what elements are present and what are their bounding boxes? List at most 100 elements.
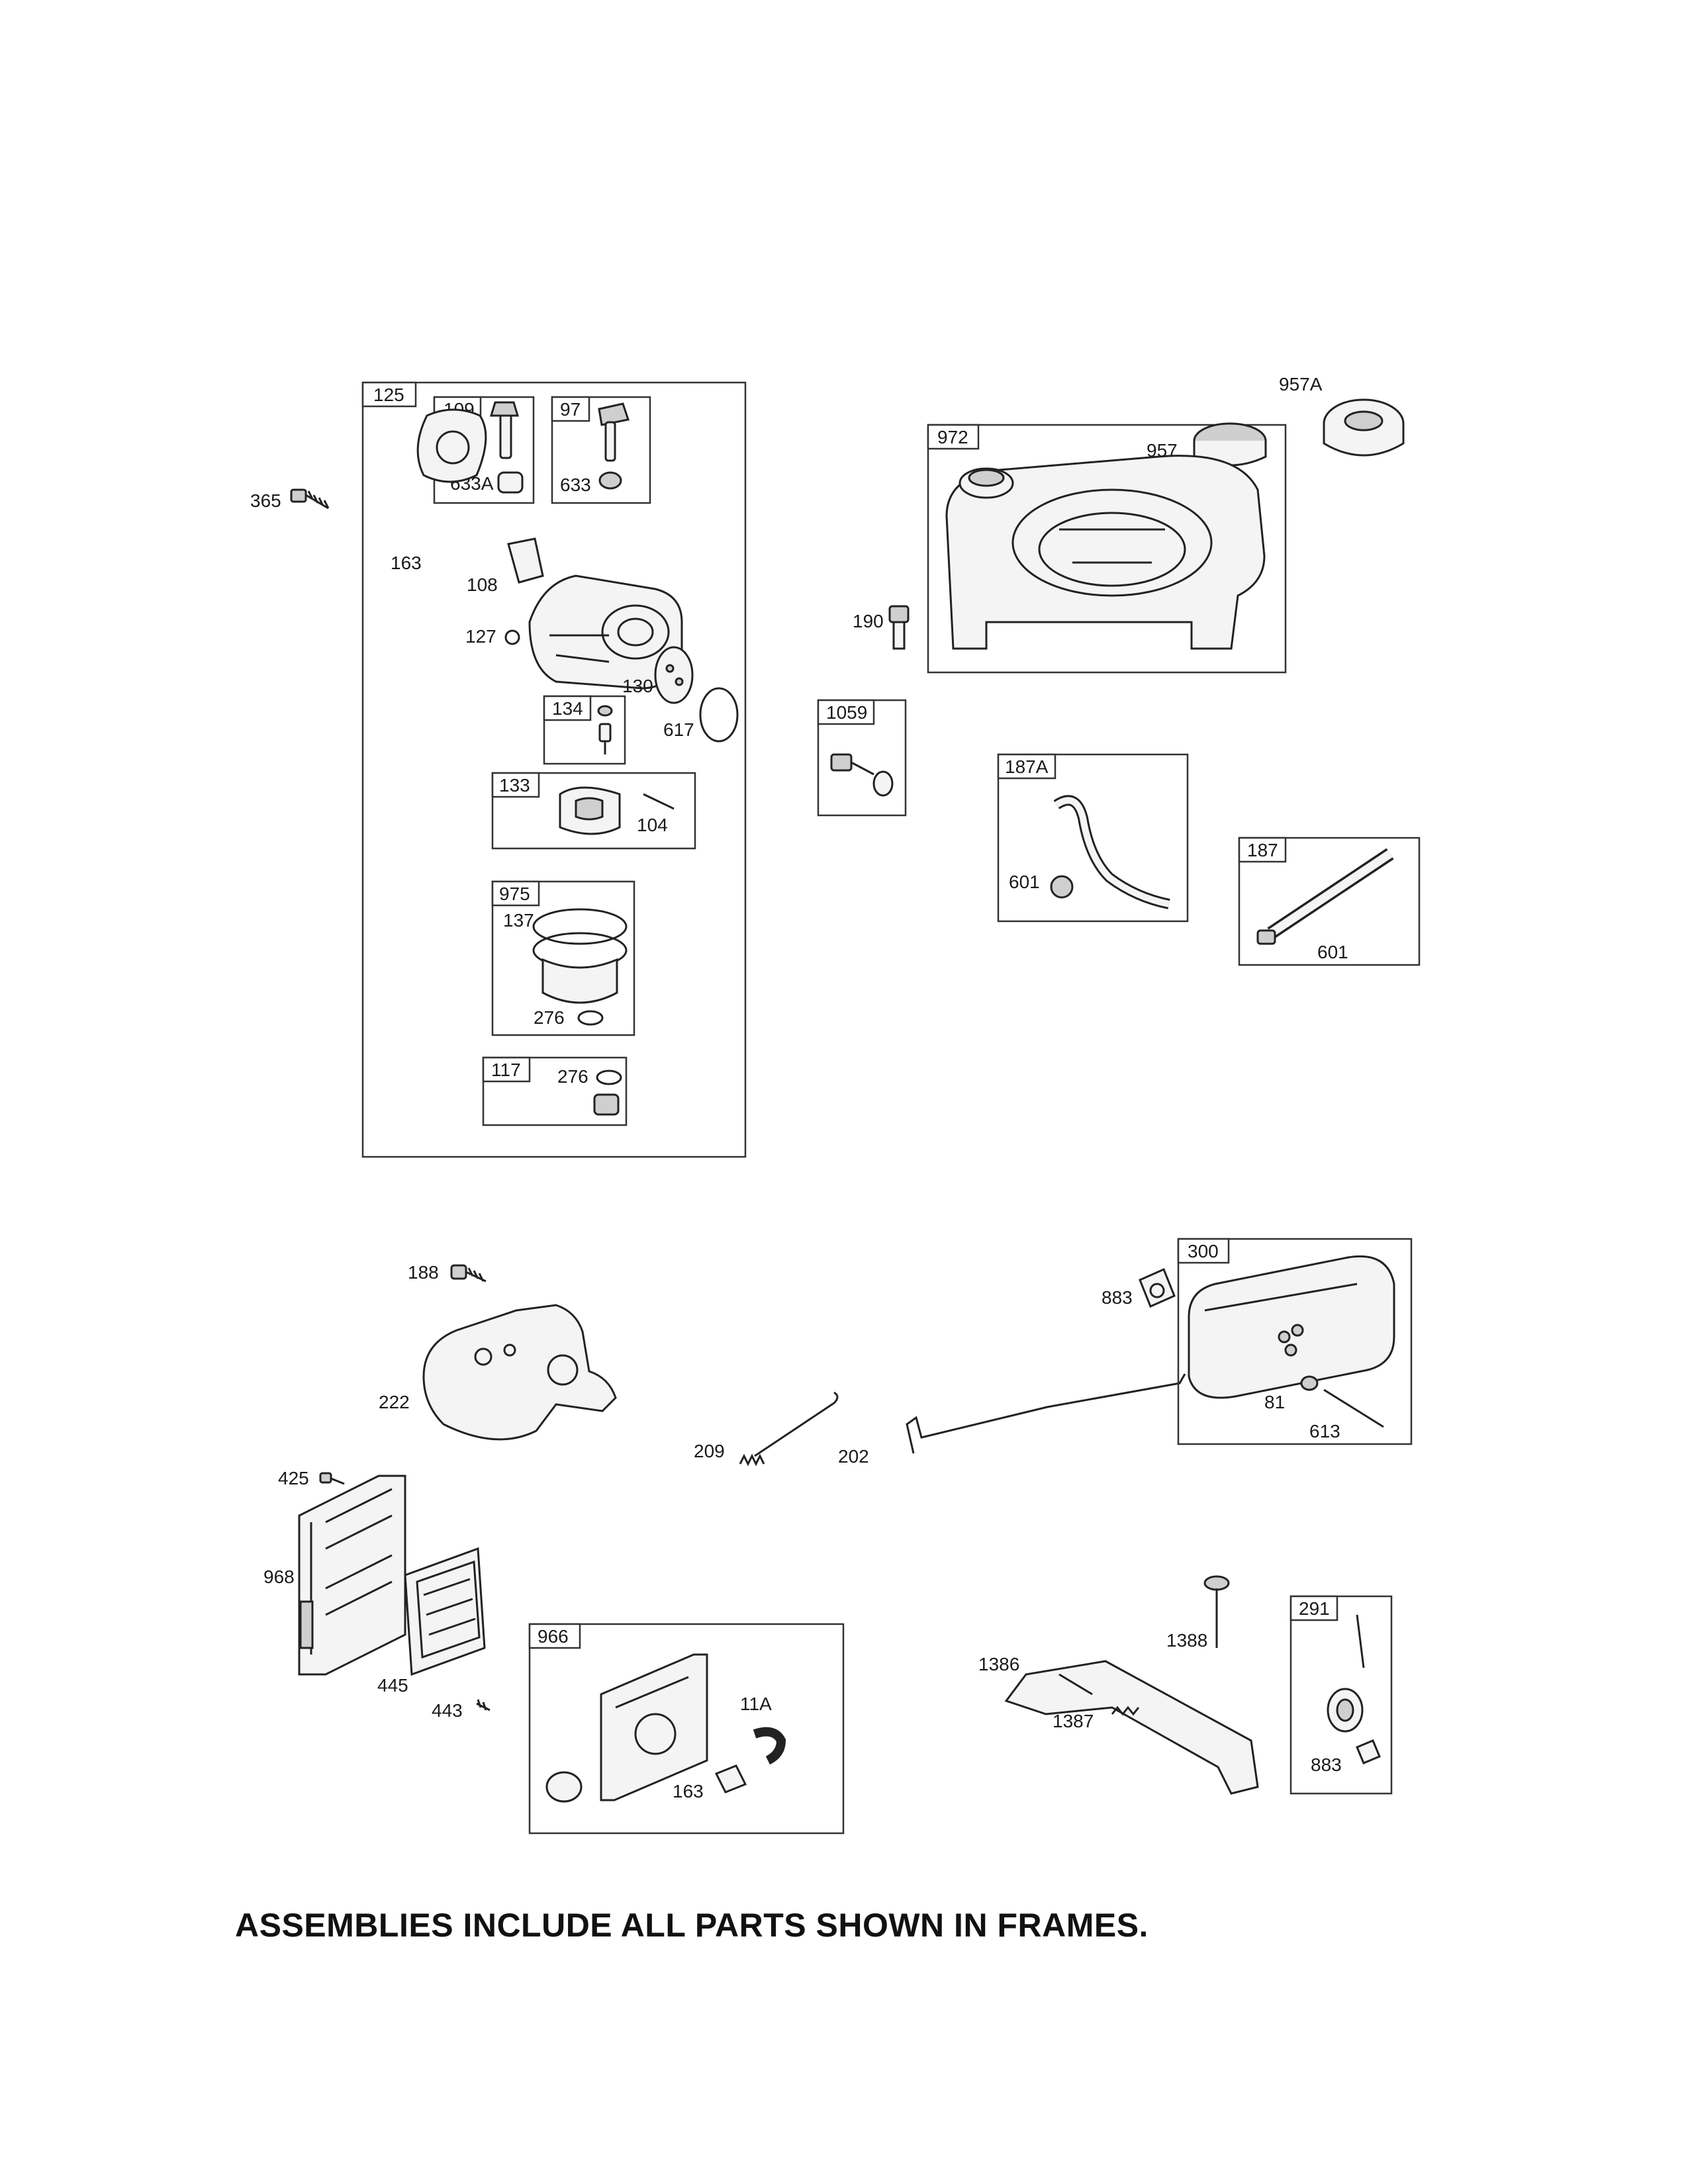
gasket-883-part <box>1139 1267 1176 1308</box>
nut-81-part <box>1300 1375 1319 1391</box>
label-108: 108 <box>467 574 498 595</box>
label-601: 601 <box>1009 872 1040 892</box>
label-617: 617 <box>663 719 694 740</box>
label-276: 276 <box>557 1066 588 1087</box>
elbow-11A-part <box>753 1727 786 1765</box>
footer-note: ASSEMBLIES INCLUDE ALL PARTS SHOWN IN FR… <box>235 1907 1149 1944</box>
label-1388: 1388 <box>1166 1630 1207 1651</box>
screw-365-part <box>290 488 330 510</box>
label-202: 202 <box>838 1446 869 1467</box>
frame-label-125: 125 <box>373 385 404 405</box>
gasket-163-part <box>714 1764 747 1794</box>
screw-613-part <box>1323 1388 1384 1428</box>
choke-shaft-part <box>489 401 524 494</box>
oring-617-part <box>699 687 739 743</box>
fuel-line-187A-part <box>1053 795 1170 909</box>
label-633: 633 <box>560 475 591 495</box>
filter-445-part <box>404 1547 486 1676</box>
frame-label-1059: 1059 <box>826 702 867 723</box>
lever-1386-part <box>1004 1660 1259 1795</box>
label-188: 188 <box>408 1262 439 1283</box>
muffler-300-part <box>1188 1255 1395 1399</box>
pin-104-part <box>643 793 675 810</box>
air-filter-base-968-part <box>298 1475 406 1676</box>
label-130: 130 <box>622 676 653 696</box>
label-957A: 957A <box>1279 374 1323 394</box>
bolt-117-part <box>593 1093 620 1116</box>
frame-133: 133 104 <box>491 772 696 850</box>
label-601: 601 <box>1317 942 1348 962</box>
label-425: 425 <box>278 1468 309 1488</box>
frame-187A: 187A 601 <box>997 753 1189 923</box>
frame-label-291: 291 <box>1299 1598 1330 1619</box>
label-190: 190 <box>853 611 884 631</box>
frame-label-966: 966 <box>538 1626 569 1647</box>
label-365: 365 <box>250 490 281 511</box>
frame-label-972: 972 <box>937 427 968 447</box>
link-202-part <box>906 1373 1186 1454</box>
spring-209-part <box>739 1391 839 1467</box>
stop-switch-291-part <box>1327 1614 1381 1764</box>
frame-label-97: 97 <box>560 399 581 420</box>
label-1386: 1386 <box>978 1654 1019 1674</box>
label-613: 613 <box>1309 1421 1340 1441</box>
bolt-1059-part <box>830 753 894 797</box>
needle-134-part <box>597 705 613 754</box>
float-133-part <box>559 786 621 835</box>
gasket-163-part <box>416 408 487 483</box>
label-276: 276 <box>534 1007 565 1028</box>
frame-117: 117 276 <box>482 1056 628 1126</box>
frame-97: 97 633 <box>551 396 651 504</box>
label-11A: 11A <box>740 1694 772 1714</box>
label-968: 968 <box>263 1567 295 1587</box>
washer-276-part <box>596 1069 622 1085</box>
carburetor-body-part <box>528 574 683 690</box>
clamp-601-part <box>1050 875 1074 899</box>
fuel-tank-972-part <box>945 455 1266 650</box>
label-445: 445 <box>377 1675 408 1696</box>
frame-label-187A: 187A <box>1005 756 1049 777</box>
label-883: 883 <box>1102 1287 1133 1308</box>
gasket-108-part <box>507 537 544 584</box>
label-1387: 1387 <box>1053 1711 1094 1731</box>
frame-975: 975 137 276 <box>491 880 635 1036</box>
frame-972: 972 957 <box>927 422 1287 674</box>
frame-291: 291 883 <box>1289 1595 1393 1795</box>
frame-label-975: 975 <box>499 884 530 904</box>
frame-label-134: 134 <box>552 698 583 719</box>
label-81: 81 <box>1264 1392 1285 1412</box>
throttle-shaft-part <box>598 402 630 490</box>
frame-187: 187 601 <box>1238 837 1421 966</box>
frame-134: 134 <box>543 695 626 765</box>
frame-label-300: 300 <box>1188 1241 1219 1261</box>
frame-label-187: 187 <box>1247 840 1278 860</box>
screw-443-part <box>476 1699 491 1711</box>
label-222: 222 <box>379 1392 410 1412</box>
label-137: 137 <box>503 910 534 931</box>
label-883: 883 <box>1311 1754 1342 1775</box>
label-104: 104 <box>637 815 668 835</box>
frame-966: 966 11A 163 <box>528 1623 845 1835</box>
air-cleaner-966-part <box>545 1653 708 1803</box>
cap-957A-part <box>1323 398 1405 457</box>
label-443: 443 <box>432 1700 463 1721</box>
frame-label-133: 133 <box>499 775 530 796</box>
screw-1388-part <box>1203 1575 1230 1648</box>
oring-127-part <box>504 629 520 645</box>
bolt-190-part <box>888 605 910 650</box>
frame-1059: 1059 <box>817 699 907 817</box>
label-163: 163 <box>391 553 422 573</box>
label-127: 127 <box>465 626 496 647</box>
frame-125: 125 <box>361 381 747 1158</box>
frame-300: 300 81 613 <box>1177 1238 1413 1445</box>
washer-276-part <box>577 1010 604 1026</box>
frame-label-117: 117 <box>491 1060 521 1080</box>
label-163: 163 <box>673 1781 704 1801</box>
spring-1387-part <box>1111 1706 1140 1716</box>
label-209: 209 <box>694 1441 725 1461</box>
plate-130-part <box>654 646 694 704</box>
bowl-137-part <box>532 908 628 1004</box>
bracket-222-part <box>422 1304 617 1441</box>
screw-425-part <box>319 1472 345 1485</box>
